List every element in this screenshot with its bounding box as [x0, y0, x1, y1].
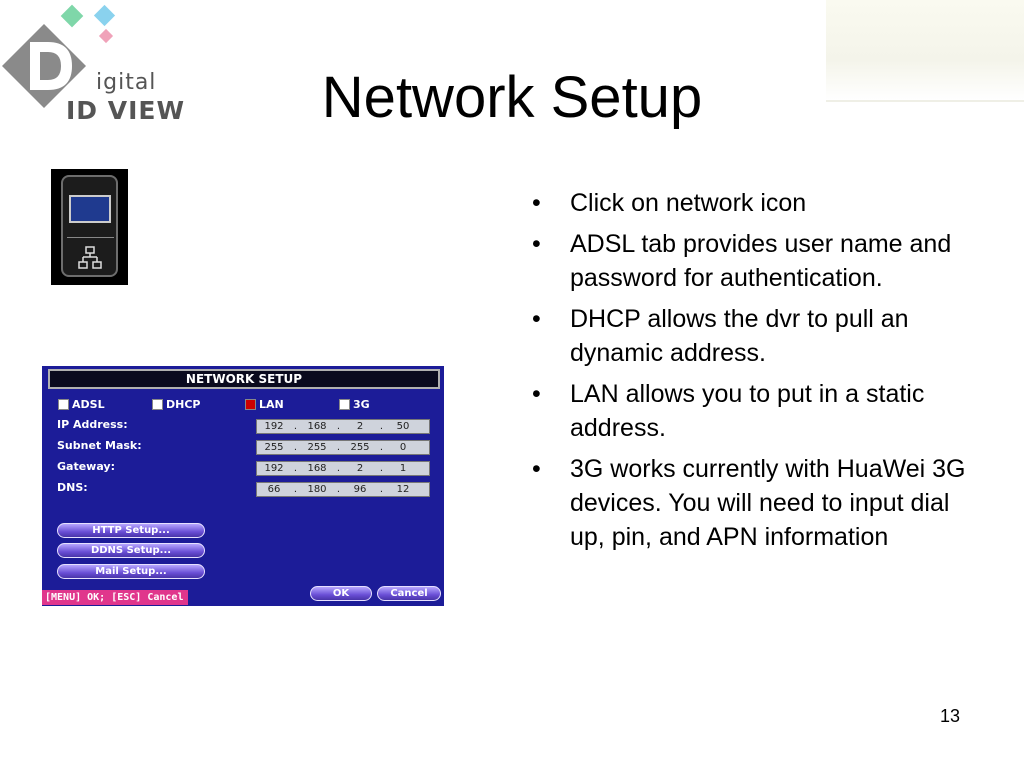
octet: 1: [399, 463, 407, 474]
gateway-label: Gateway:: [57, 460, 115, 473]
dhcp-checkbox[interactable]: [152, 398, 163, 410]
tab-label: DHCP: [166, 397, 201, 411]
dvr-network-setup-screen: NETWORK SETUP ADSL DHCP LAN 3G IP Addres…: [42, 366, 444, 606]
connection-type-tabs: ADSL DHCP LAN 3G: [58, 396, 438, 412]
octet: 255: [307, 442, 327, 453]
tab-label: 3G: [353, 397, 370, 411]
digital-id-view-logo: igital ID VIEW: [0, 0, 190, 130]
dvr-header: NETWORK SETUP: [48, 369, 440, 389]
octet: 66: [267, 484, 281, 495]
dns-label: DNS:: [57, 481, 88, 494]
adsl-checkbox[interactable]: [58, 398, 69, 410]
network-menu-icon[interactable]: [51, 169, 128, 285]
slide-title: Network Setup: [321, 65, 703, 130]
tab-label: LAN: [259, 397, 284, 411]
octet: 255: [350, 442, 370, 453]
octet: 12: [396, 484, 410, 495]
bullet-item: 3G works currently with HuaWei 3G device…: [530, 452, 980, 554]
dns-input[interactable]: 66. 180. 96. 12: [256, 482, 430, 497]
ok-button[interactable]: OK: [310, 586, 372, 601]
logo-text-line2: ID VIEW: [66, 96, 186, 125]
subnet-mask-input[interactable]: 255. 255. 255. 0: [256, 440, 430, 455]
octet: 255: [264, 442, 284, 453]
network-monitor-icon: [69, 195, 111, 223]
ddns-setup-button[interactable]: DDNS Setup...: [57, 543, 205, 558]
octet: 0: [399, 442, 407, 453]
http-setup-button[interactable]: HTTP Setup...: [57, 523, 205, 538]
ip-address-label: IP Address:: [57, 418, 128, 431]
tab-adsl[interactable]: ADSL: [58, 396, 105, 412]
bullet-item: Click on network icon: [530, 186, 980, 220]
octet: 2: [356, 463, 364, 474]
bullet-item: ADSL tab provides user name and password…: [530, 227, 980, 295]
bullet-list: Click on network icon ADSL tab provides …: [530, 186, 980, 561]
lan-checkbox[interactable]: [245, 398, 256, 410]
icon-frame: [61, 175, 118, 277]
ip-address-input[interactable]: 192. 168. 2. 50: [256, 419, 430, 434]
octet: 180: [307, 484, 327, 495]
corner-decoration: [826, 0, 1024, 102]
page-number: 13: [940, 706, 961, 726]
octet: 192: [264, 463, 284, 474]
tab-dhcp[interactable]: DHCP: [152, 396, 200, 412]
octet: 50: [396, 421, 410, 432]
subnet-mask-label: Subnet Mask:: [57, 439, 142, 452]
octet: 168: [307, 463, 327, 474]
tab-label: ADSL: [72, 397, 105, 411]
network-hierarchy-icon: [78, 246, 102, 269]
octet: 96: [353, 484, 367, 495]
octet: 2: [356, 421, 364, 432]
bullet-item: DHCP allows the dvr to pull an dynamic a…: [530, 302, 980, 370]
tab-3g[interactable]: 3G: [339, 396, 370, 412]
octet: 192: [264, 421, 284, 432]
logo-text-line1: igital: [96, 70, 157, 95]
logo-mark: [2, 4, 116, 108]
cancel-button[interactable]: Cancel: [377, 586, 441, 601]
icon-divider: [67, 237, 114, 238]
tab-lan[interactable]: LAN: [245, 396, 284, 412]
status-hint-bar: [MENU] OK; [ESC] Cancel: [42, 590, 188, 605]
bullet-item: LAN allows you to put in a static addres…: [530, 377, 980, 445]
gateway-input[interactable]: 192. 168. 2. 1: [256, 461, 430, 476]
3g-checkbox[interactable]: [339, 398, 350, 410]
octet: 168: [307, 421, 327, 432]
mail-setup-button[interactable]: Mail Setup...: [57, 564, 205, 579]
